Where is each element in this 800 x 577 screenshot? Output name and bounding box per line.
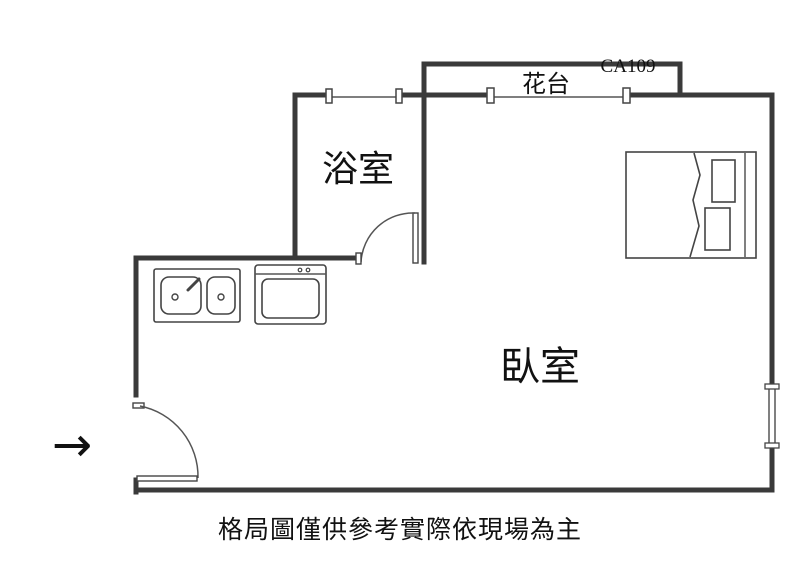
entrance-arrow-icon: →: [52, 417, 92, 473]
window-right: [764, 383, 780, 449]
kitchen-sink: [153, 268, 241, 323]
room-label-bedroom: 臥室: [500, 344, 580, 390]
bed: [625, 151, 757, 259]
room-label-bathroom: 浴室: [322, 149, 394, 190]
unit-code: CA109: [601, 56, 656, 77]
entrance-door: [132, 402, 199, 482]
walls: [133, 92, 775, 495]
disclaimer-text: 格局圖僅供參考實際依現場為主: [217, 515, 582, 544]
wash-basin: [254, 264, 327, 325]
window-bathroom-top: [325, 88, 403, 104]
room-label-planter: 花台: [522, 70, 570, 98]
window-planter: [486, 87, 631, 104]
planter-outline: [421, 61, 683, 98]
bathroom-door: [355, 212, 419, 265]
